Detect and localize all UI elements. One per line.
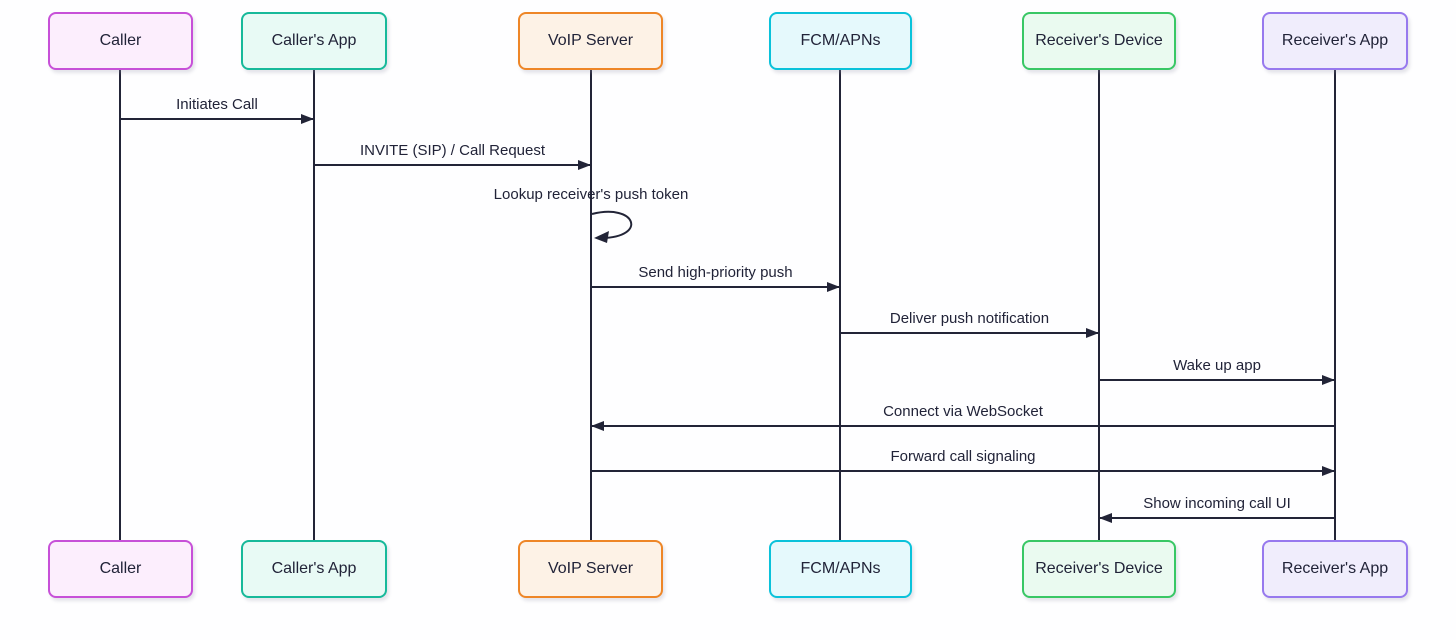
arrowhead-left-icon <box>1099 513 1112 523</box>
message-label: Deliver push notification <box>889 310 1050 327</box>
message-line <box>120 118 314 120</box>
actor-caller-bottom: Caller <box>48 540 193 598</box>
actor-label: VoIP Server <box>547 32 634 49</box>
actor-label: Receiver's Device <box>1035 32 1163 49</box>
message-label: Connect via WebSocket <box>883 403 1043 420</box>
message-invite-sip-call-request: INVITE (SIP) / Call Request <box>314 142 591 170</box>
actor-receivers-app-top: Receiver's App <box>1262 12 1408 70</box>
actor-label: Receiver's App <box>1281 560 1389 577</box>
message-line <box>840 332 1099 334</box>
message-line <box>314 164 591 166</box>
lifeline-receivers-app <box>1334 70 1336 540</box>
message-label: Wake up app <box>1173 357 1261 374</box>
message-label: Lookup receiver's push token <box>493 186 689 203</box>
message-line <box>591 470 1335 472</box>
arrowhead-right-icon <box>578 160 591 170</box>
arrowhead-right-icon <box>1322 466 1335 476</box>
message-line <box>591 286 840 288</box>
actor-fcm-apns-top: FCM/APNs <box>769 12 912 70</box>
actor-label: Caller <box>99 32 142 49</box>
lifeline-voip-server <box>590 70 592 540</box>
message-label: INVITE (SIP) / Call Request <box>359 142 546 159</box>
arrowhead-left-icon <box>591 421 604 431</box>
actor-label: Receiver's App <box>1281 32 1389 49</box>
actor-label: Caller's App <box>271 32 357 49</box>
message-line <box>1099 379 1335 381</box>
arrowhead-right-icon <box>301 114 314 124</box>
actor-receivers-device-bottom: Receiver's Device <box>1022 540 1176 598</box>
actor-label: Caller <box>99 560 142 577</box>
actor-callers-app-top: Caller's App <box>241 12 387 70</box>
message-label: Forward call signaling <box>890 448 1036 465</box>
self-loop-icon <box>591 210 633 243</box>
message-line <box>1099 517 1335 519</box>
message-line <box>591 425 1335 427</box>
arrowhead-right-icon <box>1086 328 1099 338</box>
lifeline-caller <box>119 70 121 540</box>
message-send-high-priority-push: Send high-priority push <box>591 264 840 292</box>
actor-caller-top: Caller <box>48 12 193 70</box>
message-label: Initiates Call <box>176 96 258 113</box>
message-label: Send high-priority push <box>638 264 793 281</box>
arrowhead-right-icon <box>827 282 840 292</box>
actor-voip-server-top: VoIP Server <box>518 12 663 70</box>
message-label: Show incoming call UI <box>1143 495 1291 512</box>
actor-label: VoIP Server <box>547 560 634 577</box>
message-initiates-call: Initiates Call <box>120 96 314 124</box>
message-deliver-push-notification: Deliver push notification <box>840 310 1099 338</box>
message-connect-via-websocket: Connect via WebSocket <box>591 403 1335 431</box>
actor-label: Receiver's Device <box>1035 560 1163 577</box>
lifeline-receivers-device <box>1098 70 1100 540</box>
lifeline-fcm-apns <box>839 70 841 540</box>
message-show-incoming-call-ui: Show incoming call UI <box>1099 495 1335 523</box>
message-lookup-push-token: Lookup receiver's push token <box>441 186 741 244</box>
message-forward-call-signaling: Forward call signaling <box>591 448 1335 476</box>
actor-voip-server-bottom: VoIP Server <box>518 540 663 598</box>
actor-receivers-device-top: Receiver's Device <box>1022 12 1176 70</box>
actor-label: FCM/APNs <box>800 560 881 577</box>
actor-callers-app-bottom: Caller's App <box>241 540 387 598</box>
lifeline-callers-app <box>313 70 315 540</box>
message-wake-up-app: Wake up app <box>1099 357 1335 385</box>
arrowhead-right-icon <box>1322 375 1335 385</box>
actor-receivers-app-bottom: Receiver's App <box>1262 540 1408 598</box>
actor-label: Caller's App <box>271 560 357 577</box>
actor-fcm-apns-bottom: FCM/APNs <box>769 540 912 598</box>
actor-label: FCM/APNs <box>800 32 881 49</box>
